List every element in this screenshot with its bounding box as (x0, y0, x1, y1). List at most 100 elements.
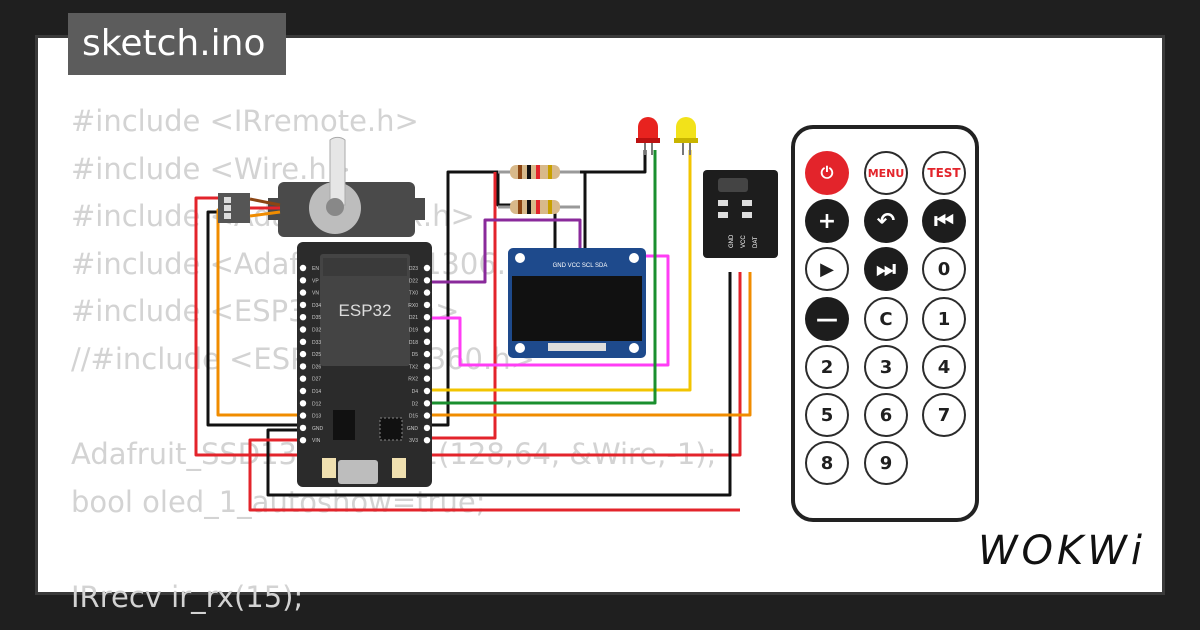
esp32-pin[interactable] (423, 301, 431, 309)
esp32-pin[interactable] (423, 314, 431, 321)
esp32-pin[interactable] (299, 437, 307, 444)
esp32-pin-label: D12 (312, 401, 321, 407)
remote-button-two[interactable]: 2 (805, 345, 849, 389)
esp32-pin-label: GND (312, 426, 324, 432)
remote-button-seven[interactable]: 7 (922, 393, 966, 437)
esp32-pin-label: D33 (312, 340, 321, 346)
remote-button-power[interactable]: ⏻ (805, 151, 849, 195)
ir-pin-dat: DAT (753, 236, 759, 248)
esp32-pin[interactable] (299, 375, 307, 382)
esp32-pin-label: GND (407, 426, 419, 432)
esp32-pin-label: TX2 (409, 364, 418, 370)
esp32-pin[interactable] (299, 301, 307, 309)
esp32-pin-label: D14 (312, 389, 321, 395)
esp32-pin[interactable] (299, 264, 307, 272)
led-yellow[interactable] (674, 117, 698, 155)
esp32-pin[interactable] (423, 387, 431, 395)
esp32-pin[interactable] (423, 350, 431, 358)
esp32-pin[interactable] (299, 387, 307, 395)
esp32-pin[interactable] (423, 363, 431, 370)
remote-button-plus[interactable]: + (805, 199, 849, 243)
esp32-pin[interactable] (423, 437, 431, 444)
esp32-pin[interactable] (299, 424, 307, 432)
remote-button-test[interactable]: TEST (922, 151, 966, 195)
wire-red (428, 172, 497, 440)
esp32-pin[interactable] (299, 412, 307, 419)
ir-pin-vcc: VCC (741, 235, 747, 248)
led-red[interactable] (636, 117, 660, 155)
esp32-pin[interactable] (423, 400, 431, 407)
esp32-pin-label: D15 (409, 414, 418, 420)
remote-button-back[interactable]: ↶ (864, 199, 908, 243)
remote-button-nine[interactable]: 9 (864, 441, 908, 485)
esp32-pin-label: VIN (312, 438, 321, 444)
wire-green (428, 150, 657, 405)
esp32-pin-label: EN (312, 266, 319, 272)
esp32-pin[interactable] (299, 289, 307, 296)
remote-button-clear[interactable]: C (864, 297, 908, 341)
wire-red (194, 196, 742, 457)
esp32-pin[interactable] (423, 375, 431, 382)
remote-button-play[interactable]: ▶ (805, 247, 849, 291)
remote-button-one[interactable]: 1 (922, 297, 966, 341)
remote-button-six[interactable]: 6 (864, 393, 908, 437)
esp32-pin[interactable] (299, 400, 307, 407)
resistor[interactable] (498, 200, 580, 214)
code-line: bool oled_1_autoshow=true; (71, 484, 486, 519)
remote-button-menu[interactable]: MENU (864, 151, 908, 195)
remote-button-four[interactable]: 4 (922, 345, 966, 389)
esp32-pin[interactable] (423, 264, 431, 272)
ir-receiver[interactable]: GND VCC DAT (703, 170, 778, 258)
esp32-pin[interactable] (299, 326, 307, 333)
remote-button-prev[interactable]: ⏮ (922, 199, 966, 243)
esp32-pin-label: D22 (409, 278, 418, 284)
remote-button-eight[interactable]: 8 (805, 441, 849, 485)
esp32-pin[interactable] (423, 277, 431, 284)
wire-orange (428, 272, 752, 417)
esp32-pin-label: VN (312, 291, 319, 297)
code-line: IRrecv ir_rx(15); (71, 579, 304, 614)
servo-motor[interactable] (218, 136, 425, 237)
esp32-pin[interactable] (423, 424, 431, 432)
resistor[interactable] (498, 165, 580, 179)
esp32-pin-label: D2 (412, 401, 419, 407)
oled-pin-labels: GND VCC SCL SDA (553, 263, 608, 269)
esp32-label: ESP32 (339, 301, 392, 320)
esp32-pin[interactable] (423, 326, 431, 333)
esp32-pin[interactable] (299, 314, 307, 321)
esp32-board[interactable]: ESP32 ENVPVND34D35D32D33D25D26D27D14D12D… (297, 242, 432, 487)
esp32-pin-label: VP (312, 278, 319, 284)
esp32-pin-label: D34 (312, 303, 321, 309)
remote-button-five[interactable]: 5 (805, 393, 849, 437)
wire-orange (216, 208, 300, 417)
wire-red (248, 438, 740, 512)
wokwi-logo: WOKWi (978, 528, 1146, 574)
esp32-pin-label: D4 (412, 389, 419, 395)
esp32-pin[interactable] (423, 412, 431, 419)
sketch-filename-tab[interactable]: sketch.ino (68, 13, 286, 75)
esp32-pin-label: D27 (312, 377, 321, 383)
esp32-pin[interactable] (423, 338, 431, 345)
ir-pin-gnd: GND (729, 234, 735, 248)
esp32-pin[interactable] (299, 350, 307, 358)
esp32-pin[interactable] (299, 338, 307, 345)
esp32-pin-label: D21 (409, 315, 418, 321)
esp32-pin[interactable] (423, 289, 431, 296)
esp32-pin-label: D18 (409, 340, 418, 346)
wire-black (428, 150, 647, 427)
esp32-pin-label: RX0 (408, 303, 418, 309)
oled-display[interactable]: GND VCC SCL SDA (508, 248, 646, 358)
esp32-left-header: ENVPVND34D35D32D33D25D26D27D14D12D13GNDV… (299, 264, 324, 444)
remote-button-three[interactable]: 3 (864, 345, 908, 389)
esp32-pin-label: D13 (312, 414, 321, 420)
remote-button-next[interactable]: ⏭ (864, 247, 908, 291)
remote-button-minus[interactable]: — (805, 297, 849, 341)
wire-black (206, 210, 300, 427)
esp32-pin[interactable] (299, 277, 307, 284)
esp32-pin-label: D19 (409, 328, 418, 334)
esp32-pin-label: D32 (312, 328, 321, 334)
esp32-pin[interactable] (299, 363, 307, 370)
esp32-pin-label: 3V3 (409, 438, 418, 444)
remote-button-zero[interactable]: 0 (922, 247, 966, 291)
